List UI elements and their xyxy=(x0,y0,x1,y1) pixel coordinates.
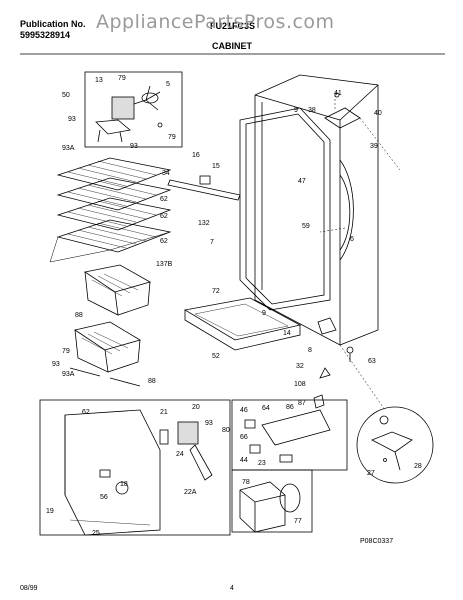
callout-8: 8 xyxy=(308,347,312,354)
callout-41: 41 xyxy=(334,90,342,97)
callout-93-b: 93 xyxy=(130,143,138,150)
callout-38: 38 xyxy=(308,107,316,114)
callout-137B: 137B xyxy=(156,261,173,268)
callout-88: 88 xyxy=(75,312,83,319)
callout-24: 24 xyxy=(176,451,184,458)
hinge-detail-circle xyxy=(356,406,434,484)
page-number: 4 xyxy=(230,585,234,592)
callout-62: 62 xyxy=(160,196,168,203)
callout-9: 9 xyxy=(294,107,298,114)
callout-40: 40 xyxy=(374,110,382,117)
callout-59: 59 xyxy=(302,223,310,230)
callout-62-d: 62 xyxy=(82,409,90,416)
section-title: CABINET xyxy=(212,41,252,51)
callout-5: 5 xyxy=(166,81,170,88)
callout-25: 25 xyxy=(92,530,100,537)
callout-79-c: 79 xyxy=(62,348,70,355)
callout-56: 56 xyxy=(100,494,108,501)
diagram-code: P08C0337 xyxy=(360,538,394,545)
callout-labels: 13 79 5 50 93 79 93A 93 34 62 62 62 137B… xyxy=(46,75,422,537)
callout-47: 47 xyxy=(298,178,306,185)
callout-21: 21 xyxy=(160,409,168,416)
callout-77: 77 xyxy=(294,518,302,525)
watermark: AppliancePartsPros.com xyxy=(96,11,335,33)
thermostat-knob xyxy=(199,175,211,185)
callout-64: 64 xyxy=(262,405,270,412)
callout-132: 132 xyxy=(198,220,210,227)
fan-motor-assembly xyxy=(95,85,163,143)
top-hinge xyxy=(324,92,361,129)
callout-46: 46 xyxy=(240,407,248,414)
publication-number: 5995328914 xyxy=(20,30,71,40)
callout-86: 86 xyxy=(286,404,294,411)
callout-39: 39 xyxy=(370,143,378,150)
callout-23: 23 xyxy=(258,460,266,467)
lower-basket xyxy=(69,321,141,387)
callout-13: 13 xyxy=(95,77,103,84)
callout-34: 34 xyxy=(162,170,170,177)
callout-7: 7 xyxy=(210,239,214,246)
callout-14: 14 xyxy=(283,330,291,337)
callout-80: 80 xyxy=(222,427,230,434)
callout-78: 78 xyxy=(242,479,250,486)
callout-66: 66 xyxy=(240,434,248,441)
publication-label: Publication No. xyxy=(20,19,86,29)
callout-15: 15 xyxy=(212,163,220,170)
callout-9-b: 9 xyxy=(262,310,266,317)
callout-6: 6 xyxy=(350,236,354,243)
callout-32: 32 xyxy=(296,363,304,370)
callout-20: 20 xyxy=(192,404,200,411)
callout-19: 19 xyxy=(46,508,54,515)
wire-shelves xyxy=(49,157,172,263)
callout-62-b: 62 xyxy=(160,213,168,220)
callout-50: 50 xyxy=(62,92,70,99)
callout-28: 28 xyxy=(414,463,422,470)
callout-93-d: 93 xyxy=(205,420,213,427)
leveler-legs xyxy=(313,367,331,409)
callout-79: 79 xyxy=(118,75,126,82)
callout-27: 27 xyxy=(367,470,375,477)
callout-93-c: 93 xyxy=(52,361,60,368)
callout-108: 108 xyxy=(294,381,306,388)
callout-79-b: 79 xyxy=(168,134,176,141)
filter-inset-box xyxy=(231,469,313,533)
model-number: FU21FC3S xyxy=(210,21,256,31)
callout-63: 63 xyxy=(368,358,376,365)
control-housing xyxy=(64,409,161,536)
kick-plate xyxy=(183,297,302,351)
callout-52: 52 xyxy=(212,353,220,360)
control-switch xyxy=(159,421,213,481)
callout-72: 72 xyxy=(212,288,220,295)
callout-93: 93 xyxy=(68,116,76,123)
callout-44: 44 xyxy=(240,457,248,464)
filter-cube xyxy=(239,481,301,533)
footer-date: 08/99 xyxy=(20,585,38,592)
callout-18: 18 xyxy=(120,481,128,488)
callout-16: 16 xyxy=(192,152,200,159)
upper-basket xyxy=(83,264,152,316)
door-gasket xyxy=(239,107,331,311)
hinge-detail xyxy=(371,415,413,471)
cabinet-body xyxy=(254,74,379,346)
defrost-timer xyxy=(244,409,331,463)
callout-88-b: 88 xyxy=(148,378,156,385)
callout-62-c: 62 xyxy=(160,238,168,245)
callout-87: 87 xyxy=(298,400,306,407)
callout-22A: 22A xyxy=(184,489,197,496)
control-housing-inset-box xyxy=(39,399,231,536)
lower-hinge xyxy=(317,317,354,362)
callout-93A-b: 93A xyxy=(62,371,75,378)
callout-93A: 93A xyxy=(62,145,75,152)
shelf-support-strip xyxy=(167,179,241,201)
fan-motor-inset-box xyxy=(84,71,183,148)
